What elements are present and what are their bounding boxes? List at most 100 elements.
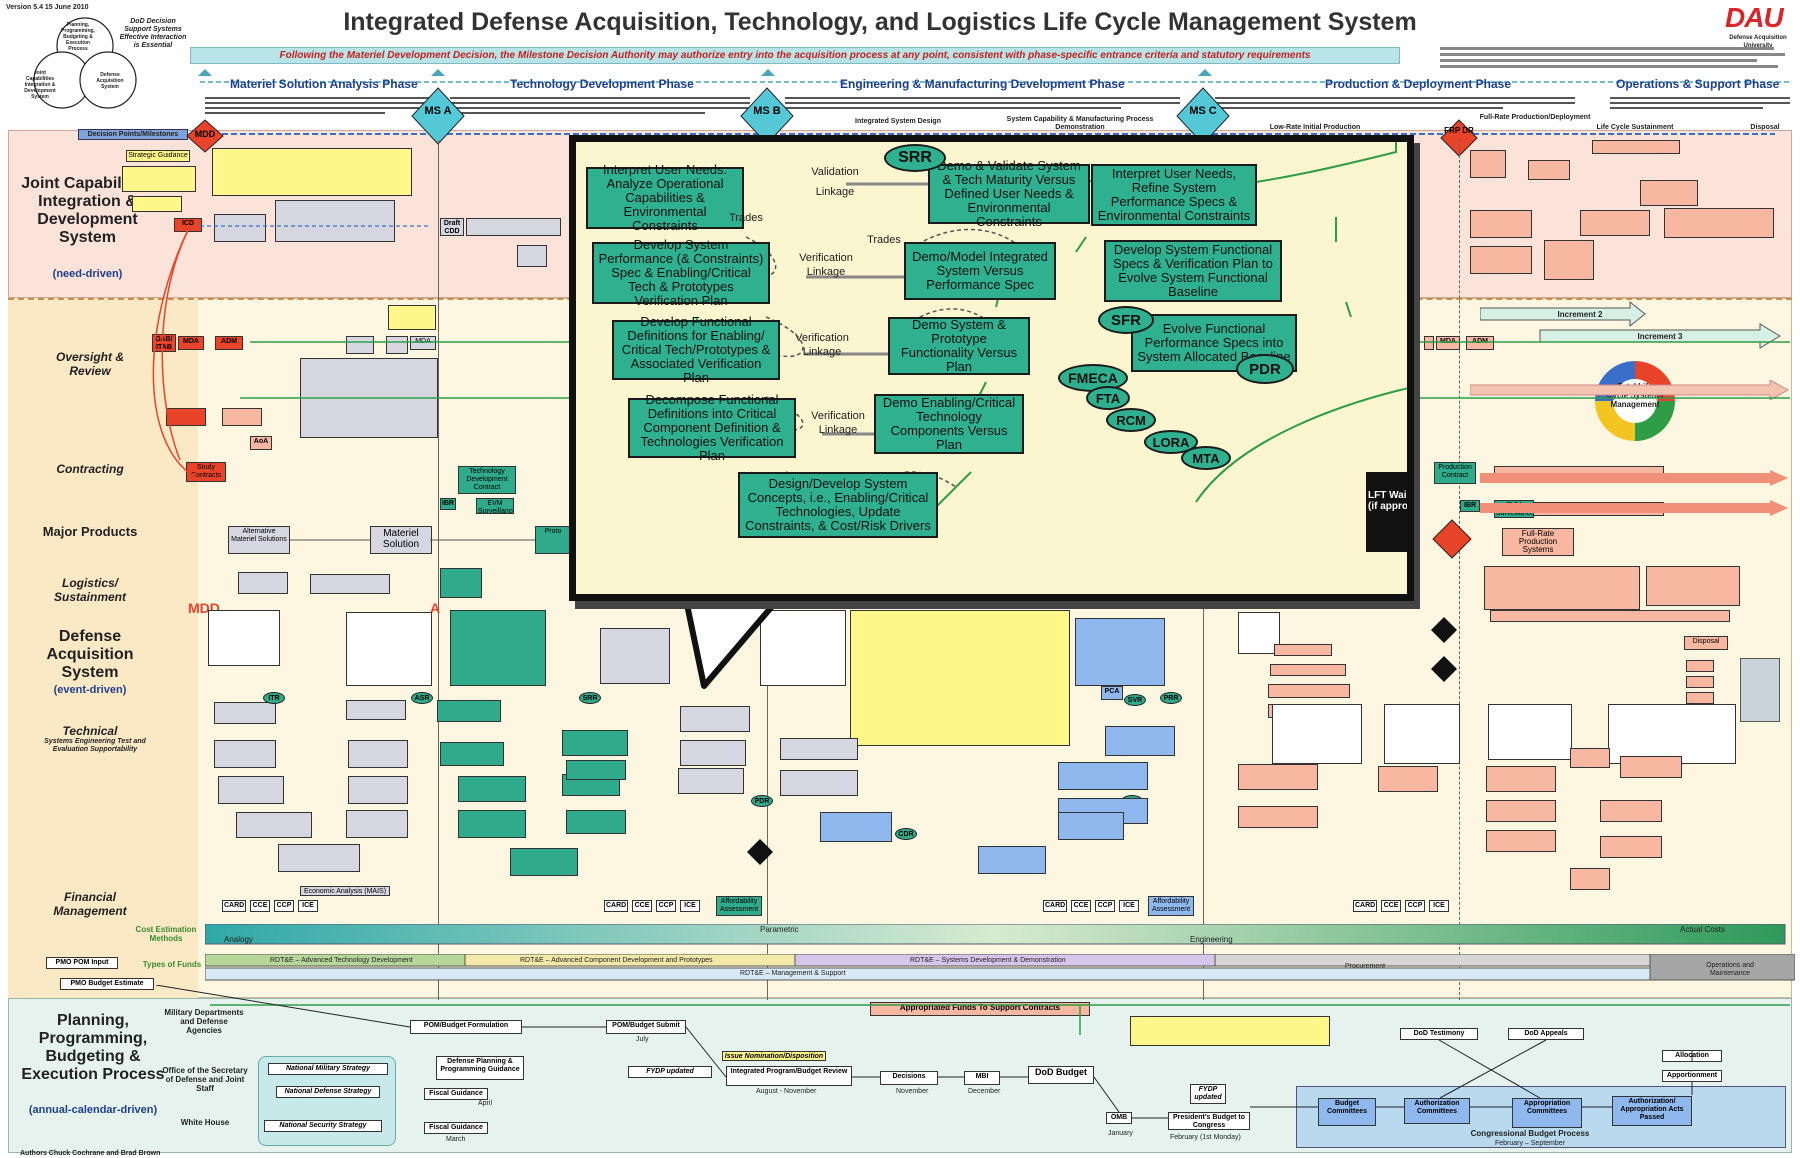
ics-box[interactable] xyxy=(214,214,266,242)
integrated-program-review[interactable]: Integrated Program/Budget Review xyxy=(726,1066,852,1086)
card-emd[interactable]: CARD xyxy=(604,900,628,912)
info-support-plan[interactable] xyxy=(517,245,547,267)
dab-itab-2[interactable] xyxy=(386,336,408,354)
modify-configuration[interactable] xyxy=(1238,806,1318,828)
fiscal-guidance-april[interactable]: Fiscal Guidance xyxy=(424,1088,488,1100)
system-threat[interactable] xyxy=(1592,140,1680,154)
cce-frp[interactable]: CCE xyxy=(1381,900,1401,912)
emd-evolve-func[interactable] xyxy=(678,768,744,794)
zoom-pdr-oval[interactable]: PDR xyxy=(1236,354,1294,384)
cce-msa[interactable]: CCE xyxy=(250,900,270,912)
td-demo-validate[interactable] xyxy=(562,730,628,756)
acts-passed[interactable]: Authorization/ Appropriation Acts Passed xyxy=(1612,1096,1692,1126)
emd-evolve-allocated[interactable] xyxy=(780,770,858,796)
zoom-develop-func-def[interactable]: Develop Functional Definitions for Enabl… xyxy=(612,315,780,385)
decompose-concept-perf[interactable] xyxy=(218,776,284,804)
td-demo-enabling[interactable] xyxy=(566,810,626,834)
fiscal-guidance-march[interactable]: Fiscal Guidance xyxy=(424,1122,488,1134)
dod-testimony[interactable]: DoD Testimony xyxy=(1400,1028,1478,1040)
evolve-ci[interactable] xyxy=(820,812,892,842)
afford-c[interactable]: Affordability Assessment xyxy=(1148,896,1194,916)
zoom-rcm-oval[interactable]: RCM xyxy=(1106,408,1156,432)
card-c[interactable]: CARD xyxy=(1043,900,1067,912)
presidents-budget[interactable]: President's Budget to Congress xyxy=(1168,1112,1250,1130)
ccp-emd[interactable]: CCP xyxy=(656,900,676,912)
evm-td[interactable]: EVM Surveillance xyxy=(476,498,514,514)
national-military-strategy[interactable]: National Military Strategy xyxy=(268,1063,388,1075)
mbi-box[interactable]: MBI xyxy=(964,1071,1000,1085)
zoom-demo-validate[interactable]: Demo & Validate System & Tech Maturity V… xyxy=(928,159,1090,229)
assess-risk[interactable] xyxy=(1600,800,1662,822)
pd-jcids-6[interactable] xyxy=(1640,180,1698,206)
develop-corrective[interactable] xyxy=(1570,868,1610,890)
prr-oval[interactable]: PRR xyxy=(1160,692,1182,704)
materiel-solution-box[interactable]: Materiel Solution xyxy=(370,526,432,554)
mda-box[interactable]: MDA xyxy=(178,336,204,350)
td-develop-func[interactable] xyxy=(458,776,526,802)
develop-component-concepts[interactable] xyxy=(278,844,360,872)
frp-diamond-lower[interactable] xyxy=(1431,518,1473,560)
dab-itab-box[interactable]: DAB/ ITAB xyxy=(152,334,176,352)
joint-concepts-box[interactable] xyxy=(275,200,395,242)
asr-oval[interactable]: ASR xyxy=(411,692,433,704)
draft-cdd-box[interactable]: Draft CDD xyxy=(440,218,464,236)
pom-submit[interactable]: POM/Budget Submit xyxy=(606,1020,686,1034)
iot-e[interactable] xyxy=(1274,644,1332,656)
decompose-concept-func[interactable] xyxy=(236,812,312,838)
joint-interop[interactable] xyxy=(1268,684,1350,698)
ccp-frp[interactable]: CCP xyxy=(1405,900,1425,912)
analyze-assess-enabling[interactable] xyxy=(346,810,408,838)
ccp-msa[interactable]: CCP xyxy=(274,900,294,912)
pd-jcids-2[interactable] xyxy=(1528,160,1570,180)
assess-analyze-concept[interactable] xyxy=(348,740,408,768)
cpd-right[interactable] xyxy=(1580,210,1650,236)
zoom-interpret-refine[interactable]: Interpret User Needs, Refine System Perf… xyxy=(1091,164,1257,226)
mdd-diamond[interactable] xyxy=(185,118,225,154)
analyze-deliver[interactable] xyxy=(346,700,406,720)
aoa-box[interactable]: AoA xyxy=(250,436,272,450)
fydp-updated-1[interactable]: FYDP updated xyxy=(628,1066,712,1078)
aoa-study-guidance[interactable] xyxy=(166,408,206,426)
aoa-study-plan[interactable] xyxy=(222,408,262,426)
full-up-lft[interactable] xyxy=(1270,664,1346,676)
integrated-dtm[interactable] xyxy=(1058,762,1148,790)
cdr-oval[interactable]: CDR xyxy=(895,828,917,840)
emd-interpret[interactable] xyxy=(680,706,750,732)
threat-box[interactable] xyxy=(466,218,561,236)
pd-jcids-3[interactable] xyxy=(1470,246,1532,274)
disposal-opt-2[interactable] xyxy=(1686,676,1714,688)
td-develop-perf[interactable] xyxy=(440,742,504,766)
dab-pd[interactable] xyxy=(1424,336,1434,350)
srr-oval-small[interactable]: SRR xyxy=(579,692,601,704)
analyze-deficiencies[interactable] xyxy=(1238,764,1318,790)
zoom-sfr-oval[interactable]: SFR xyxy=(1098,306,1154,334)
pd-jcids-4[interactable] xyxy=(1470,210,1532,238)
ibr-td[interactable]: IBR xyxy=(440,498,456,510)
zoom-develop-perf-spec[interactable]: Develop System Performance (& Constraint… xyxy=(592,238,770,308)
interpret-needs-msa[interactable] xyxy=(214,702,276,724)
zoom-demo-model[interactable]: Demo/Model Integrated System Versus Perf… xyxy=(904,242,1056,300)
implement-field[interactable] xyxy=(1620,756,1682,778)
itr-criteria-box[interactable] xyxy=(346,336,374,354)
appropriation-committees[interactable]: Appropriation Committees xyxy=(1512,1098,1582,1128)
pmo-budget-estimate[interactable]: PMO Budget Estimate xyxy=(60,978,154,990)
defense-planning-guidance[interactable]: Defense Planning & Programming Guidance xyxy=(436,1056,524,1080)
capability-assessment-box[interactable] xyxy=(132,196,182,212)
ice-frp[interactable]: ICE xyxy=(1429,900,1449,912)
apportionment-box[interactable]: Apportionment xyxy=(1662,1070,1722,1082)
pd-jcids-5[interactable] xyxy=(1544,240,1594,280)
production-contract[interactable]: Production Contract xyxy=(1434,462,1476,484)
ccp-c[interactable]: CCP xyxy=(1095,900,1115,912)
cce-c[interactable]: CCE xyxy=(1071,900,1091,912)
integrate-test[interactable] xyxy=(1600,836,1662,858)
td-demo-model[interactable] xyxy=(566,760,626,780)
zoom-srr-oval[interactable]: SRR xyxy=(884,144,946,172)
develop-concept-perf[interactable] xyxy=(214,740,276,768)
pmo-pom-input[interactable]: PMO POM Input xyxy=(46,957,118,969)
monitor-collect[interactable] xyxy=(1486,766,1556,792)
lft-diamond-3[interactable] xyxy=(1430,655,1458,683)
system-dtm[interactable] xyxy=(1105,726,1175,756)
disposal-opt-3[interactable] xyxy=(1686,692,1714,704)
active-supportability[interactable] xyxy=(440,568,482,598)
fabricate-assemble[interactable] xyxy=(978,846,1046,874)
